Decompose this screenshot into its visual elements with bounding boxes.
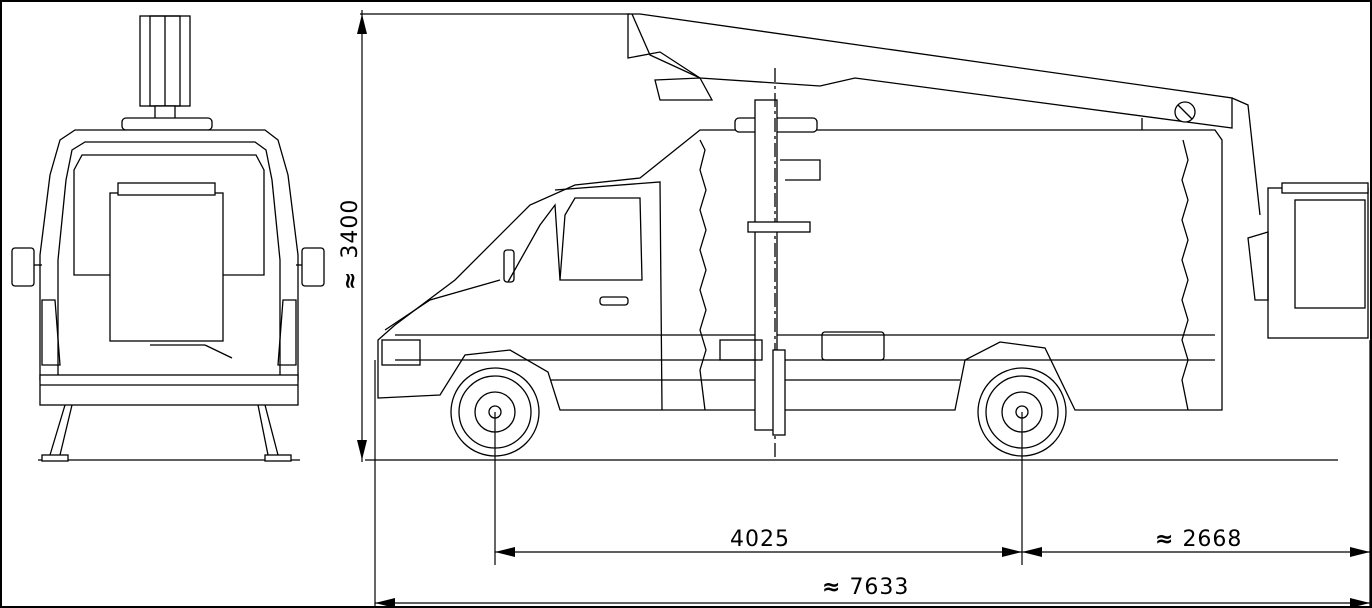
svg-text:≈ 3400: ≈ 3400 — [338, 199, 363, 290]
height-approx-sign: ≈ — [338, 271, 363, 290]
wheelbase-value: 4025 — [730, 527, 790, 552]
dimension-lines — [357, 10, 1371, 608]
rear-overhang-label: ≈ 2668 — [1155, 527, 1242, 552]
overall-length-approx-sign: ≈ — [822, 575, 841, 600]
front-left-mirror — [11, 247, 35, 287]
front-roof-mount — [121, 117, 213, 131]
aerial-basket — [1247, 182, 1369, 339]
van-body — [377, 129, 1223, 411]
overall-length-value: 7633 — [849, 575, 909, 600]
lift-mast — [754, 99, 778, 431]
front-right-mirror — [301, 247, 325, 287]
wheelbase-label: 4025 — [730, 527, 790, 552]
front-basket — [109, 192, 224, 342]
front-outriggers — [41, 404, 292, 462]
dimension-height-label: ≈ 3400 — [338, 199, 363, 290]
front-windshield — [73, 154, 265, 276]
front-bumper — [39, 374, 299, 406]
overall-length-label: ≈ 7633 — [822, 575, 909, 600]
rear-overhang-value: 2668 — [1182, 527, 1242, 552]
side-view — [365, 13, 1369, 461]
side-window — [559, 197, 643, 281]
headlight — [381, 339, 421, 366]
rear-overhang-approx-sign: ≈ — [1155, 527, 1174, 552]
front-view — [11, 15, 325, 462]
height-value: 3400 — [338, 199, 363, 259]
boom-arm — [627, 13, 1261, 216]
